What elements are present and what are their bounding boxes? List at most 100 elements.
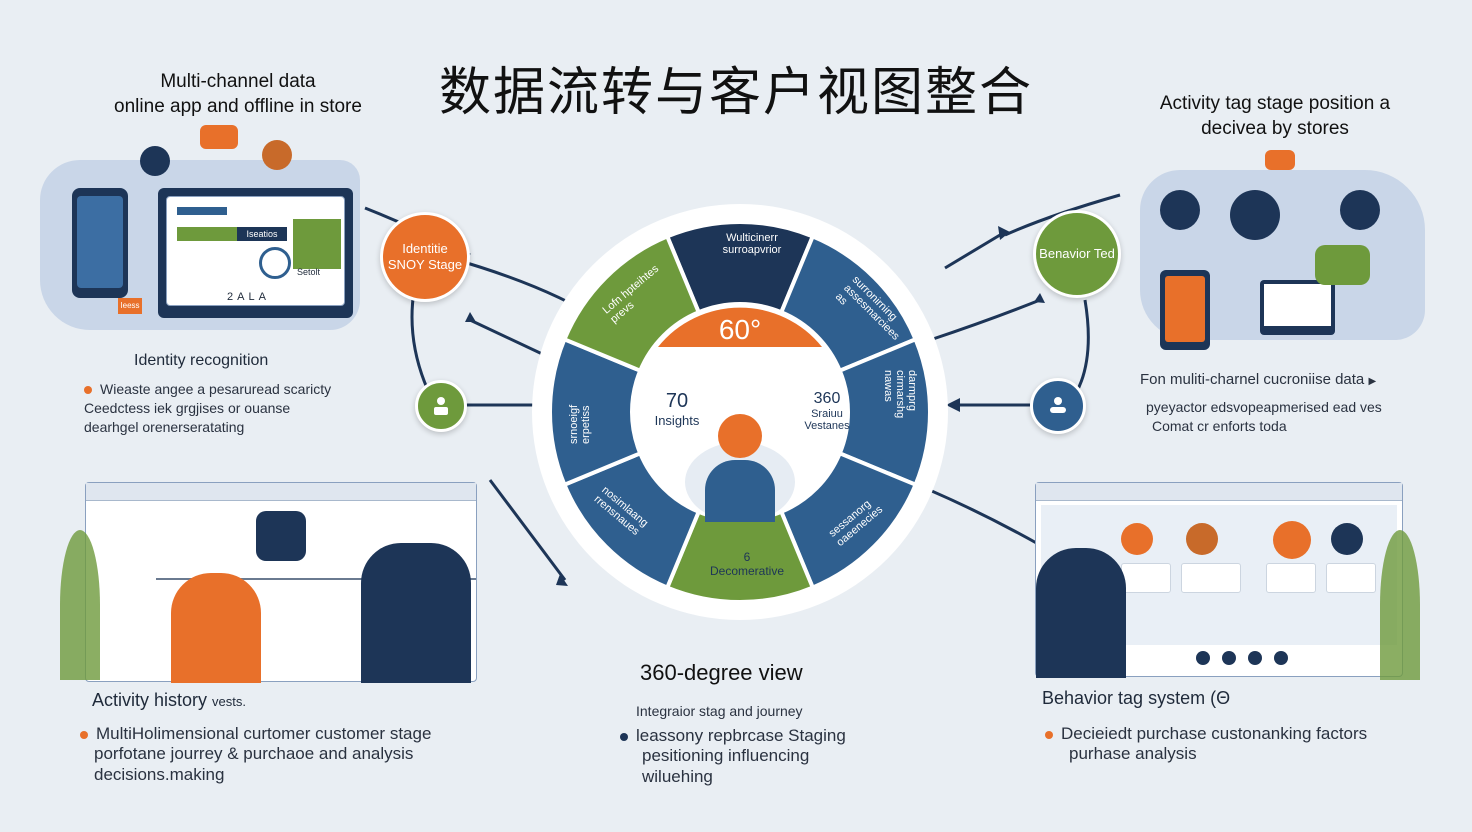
person-avatar <box>1230 190 1280 240</box>
store-badge <box>1315 245 1370 285</box>
bullet-icon <box>1045 730 1053 739</box>
browser-titlebar <box>1036 483 1402 501</box>
view360-sub: Integraior stag and journey <box>636 703 803 719</box>
view360-heading: 360-degree view <box>640 660 803 685</box>
wheel-segment-label: nosimlaang rrensnaues <box>591 484 651 538</box>
bullet-icon <box>80 730 88 739</box>
top-left-line1: Multi-channel data <box>160 71 316 92</box>
man-figure <box>1036 548 1126 678</box>
avatar <box>1121 523 1153 555</box>
activity-line-text: decisions.making <box>94 764 225 784</box>
identity-stage-node: Identitie SNOY Stage <box>380 212 470 302</box>
plant-icon <box>1380 530 1420 680</box>
visitors-label: Sraiuu Vestanes <box>804 408 850 432</box>
identity-line-text: Wieaste angee a pesaruread scaricty <box>100 381 332 397</box>
avatar <box>1273 521 1311 559</box>
wheel-segment-label: sessanorg oaeenecies <box>826 497 886 549</box>
pager-dots <box>1196 651 1306 669</box>
insights-label: Insights <box>654 413 700 428</box>
center-top: 60° Curromer <box>690 314 790 360</box>
person-icon <box>415 380 467 432</box>
top-right-caption: Activity tag stage position a decivea by… <box>1130 92 1420 141</box>
laptop-icon: Iseatios Setolt 2ALA <box>158 188 353 318</box>
right-description: Fon muliti-charnel cucroniise data ▶ pye… <box>1140 370 1460 436</box>
top-left-caption: Multi-channel data online app and offlin… <box>98 70 378 119</box>
identity-stage-label: Identitie SNOY Stage <box>387 240 463 272</box>
profile-icon <box>1050 397 1066 413</box>
right-line1-text: Fon muliti-charnel cucroniise data <box>1140 371 1365 388</box>
visitors-metric: 360 Sraiuu Vestanes <box>792 390 862 432</box>
center-top-label: Curromer <box>714 346 766 360</box>
info-card <box>1121 563 1171 593</box>
behavior-tag-label: Benavior Ted <box>1039 245 1115 261</box>
info-card <box>1181 563 1241 593</box>
view360-line-text: pesitioning influencing <box>642 746 810 766</box>
activity-text: MultiHolimensional curtomer customer sta… <box>80 724 500 785</box>
view360-text: leassony repbrcase Staging pesitioning i… <box>620 726 900 787</box>
tablet-tag: Ieess <box>118 298 142 314</box>
activity-line-text: MultiHolimensional curtomer customer sta… <box>96 724 432 743</box>
activity-line-text: porfotane jourrey & purchaoe and analysi… <box>94 744 414 764</box>
phone-icon <box>1160 270 1210 350</box>
view360-line: leassony repbrcase Staging <box>620 726 900 746</box>
behavior-heading: Behavior tag system (Θ <box>1042 688 1231 708</box>
activity-heading-text: Activity history <box>92 690 208 710</box>
bullet-icon <box>620 732 628 741</box>
behavior-tag-node: Benavior Ted <box>1033 210 1121 298</box>
man-figure <box>361 543 471 683</box>
right-line3: Comat cr enforts toda <box>1152 418 1287 435</box>
insights-value: 70 <box>665 390 689 412</box>
behavior-line: Decieiedt purchase custonanking factors <box>1045 724 1455 744</box>
chat-bubble-icon <box>200 125 238 149</box>
top-left-line2: online app and offline in store <box>114 95 362 117</box>
identity-line: Wieaste angee a pesaruread scaricty <box>84 380 404 399</box>
wheel-segment-text: Decomerative <box>709 564 785 578</box>
wheel-segment-label: Wulticinerr surroapvrior <box>722 232 782 256</box>
customer-360-wheel <box>532 204 948 620</box>
person-avatar <box>140 146 170 176</box>
avatar <box>1331 523 1363 555</box>
wheel-labels: Wulticinerr surroapvrior surronirning as… <box>530 202 950 622</box>
activity-line: MultiHolimensional curtomer customer sta… <box>80 724 500 744</box>
nav-dot-icon[interactable] <box>1248 651 1262 665</box>
behavior-line-text: Decieiedt purchase custonanking factors <box>1061 724 1368 743</box>
browser-titlebar <box>86 483 476 501</box>
top-right-line2: decivea by stores <box>1201 117 1349 139</box>
customer-avatar <box>685 414 795 522</box>
top-right-line1: Activity tag stage position a <box>1159 93 1391 114</box>
nav-dot-icon[interactable] <box>1196 651 1210 665</box>
plant-icon <box>60 530 100 680</box>
wheel-segment-extra: 6 <box>743 550 751 564</box>
visitors-value: 360 <box>813 390 841 407</box>
woman-figure <box>171 573 261 683</box>
nav-dot-icon[interactable] <box>1222 651 1236 665</box>
insights-metric: 70 Insights <box>642 390 712 428</box>
activity-browser-window <box>85 482 477 683</box>
person-avatar <box>1340 190 1380 230</box>
nav-dot-icon[interactable] <box>1274 651 1288 665</box>
wheel-segment-label: Lofn hpteihtes prevs <box>600 262 662 326</box>
avatar <box>1186 523 1218 555</box>
identity-heading: Identity recognition <box>134 352 269 369</box>
refresh-icon <box>259 247 291 279</box>
wheel-segment-label: darmprg cirmarshg nawas <box>882 370 918 419</box>
wheel-segment-label: 6 Decomerative <box>702 550 792 578</box>
wheel-segment-label: surronirning assesmarciees as <box>832 273 902 343</box>
profile-icon <box>1030 378 1086 434</box>
person-avatar <box>262 140 292 170</box>
info-card <box>1266 563 1316 593</box>
center-top-value: 60° <box>718 314 762 345</box>
person-avatar <box>1160 190 1200 230</box>
laptop-footer: Setolt <box>297 267 321 277</box>
laptop-icon <box>1260 280 1335 335</box>
view360-line-text: wiluehing <box>642 766 713 786</box>
behavior-text: Decieiedt purchase custonanking factors … <box>1045 724 1455 765</box>
activity-heading: Activity history vests. <box>92 690 246 711</box>
right-line1: Fon muliti-charnel cucroniise data ▶ <box>1140 370 1460 390</box>
activity-heading-suffix: vests. <box>212 694 247 709</box>
behavior-line-text: purhase analysis <box>1069 744 1197 764</box>
laptop-letters: 2ALA <box>227 291 270 303</box>
chat-bubble-icon <box>1265 150 1295 170</box>
bullet-icon <box>84 386 92 395</box>
info-card <box>1326 563 1376 593</box>
